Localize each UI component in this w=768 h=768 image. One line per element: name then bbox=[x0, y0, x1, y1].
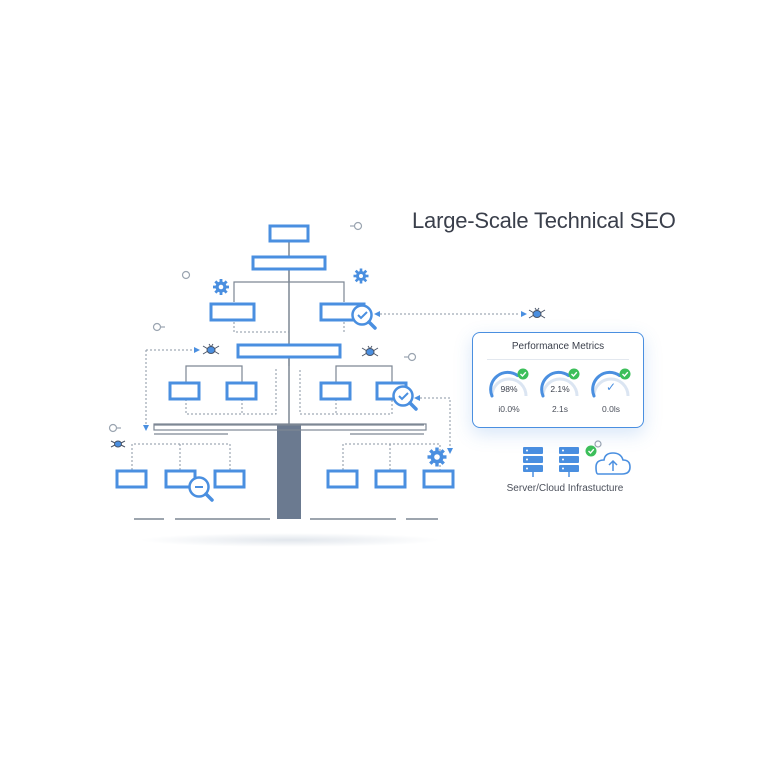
check-badge-icon bbox=[585, 445, 597, 457]
node-circle-icon bbox=[108, 221, 602, 448]
node-l3-b bbox=[225, 381, 258, 401]
metrics-title: Performance Metrics bbox=[511, 341, 605, 352]
gauge-value: ✓ bbox=[605, 380, 617, 394]
node-l2-left bbox=[209, 302, 256, 322]
server-icon bbox=[523, 447, 543, 477]
node-l4-f bbox=[422, 469, 455, 489]
performance-metrics-card: Performance Metrics 98% 2.1% ✓ i0.0% 2.1… bbox=[472, 332, 644, 428]
gauge-track bbox=[592, 377, 629, 396]
gear-icon bbox=[213, 268, 447, 467]
arrow-heads bbox=[143, 311, 527, 454]
gauge-arc bbox=[539, 370, 570, 397]
tree-trunk bbox=[277, 425, 301, 519]
check-badge-icon bbox=[568, 368, 579, 379]
node-l4-c bbox=[213, 469, 246, 489]
node-l3-c bbox=[319, 381, 352, 401]
gauge-track bbox=[490, 377, 527, 396]
node-l3-a bbox=[168, 381, 201, 401]
gauge-arc bbox=[488, 370, 519, 397]
gauge-subvalue: 2.1s bbox=[551, 404, 569, 414]
gauges bbox=[488, 368, 630, 397]
base-branch-bar bbox=[153, 423, 427, 431]
gauge-value: 98% bbox=[500, 384, 518, 394]
node-level1-bar bbox=[251, 255, 327, 271]
ground-shadow bbox=[140, 533, 440, 547]
spider-bug-icon bbox=[110, 307, 546, 448]
page-title: Large-Scale Technical SEO bbox=[412, 208, 676, 233]
cloud-upload-icon bbox=[595, 452, 631, 475]
node-root bbox=[268, 224, 310, 243]
dashed-guides bbox=[131, 313, 520, 470]
node-level2-bar bbox=[236, 343, 342, 359]
node-l4-a bbox=[115, 469, 148, 489]
divider bbox=[487, 359, 629, 360]
magnifier-check-icon bbox=[351, 304, 418, 411]
node-l4-d bbox=[326, 469, 359, 489]
check-badge-icon bbox=[517, 368, 528, 379]
server-icon bbox=[559, 447, 579, 477]
gauge-arc bbox=[590, 370, 621, 397]
gauge-subvalue: 0.0ls bbox=[602, 404, 620, 414]
gauge-value: 2.1% bbox=[550, 384, 570, 394]
infrastructure-label: Server/Cloud Infrastucture bbox=[506, 483, 624, 494]
tree-connectors bbox=[154, 270, 424, 435]
check-badge-icon bbox=[619, 368, 630, 379]
gauge-subvalue: i0.0% bbox=[498, 404, 520, 414]
gauge-track bbox=[541, 377, 578, 396]
magnifier-icon bbox=[188, 476, 214, 502]
node-l4-e bbox=[374, 469, 407, 489]
